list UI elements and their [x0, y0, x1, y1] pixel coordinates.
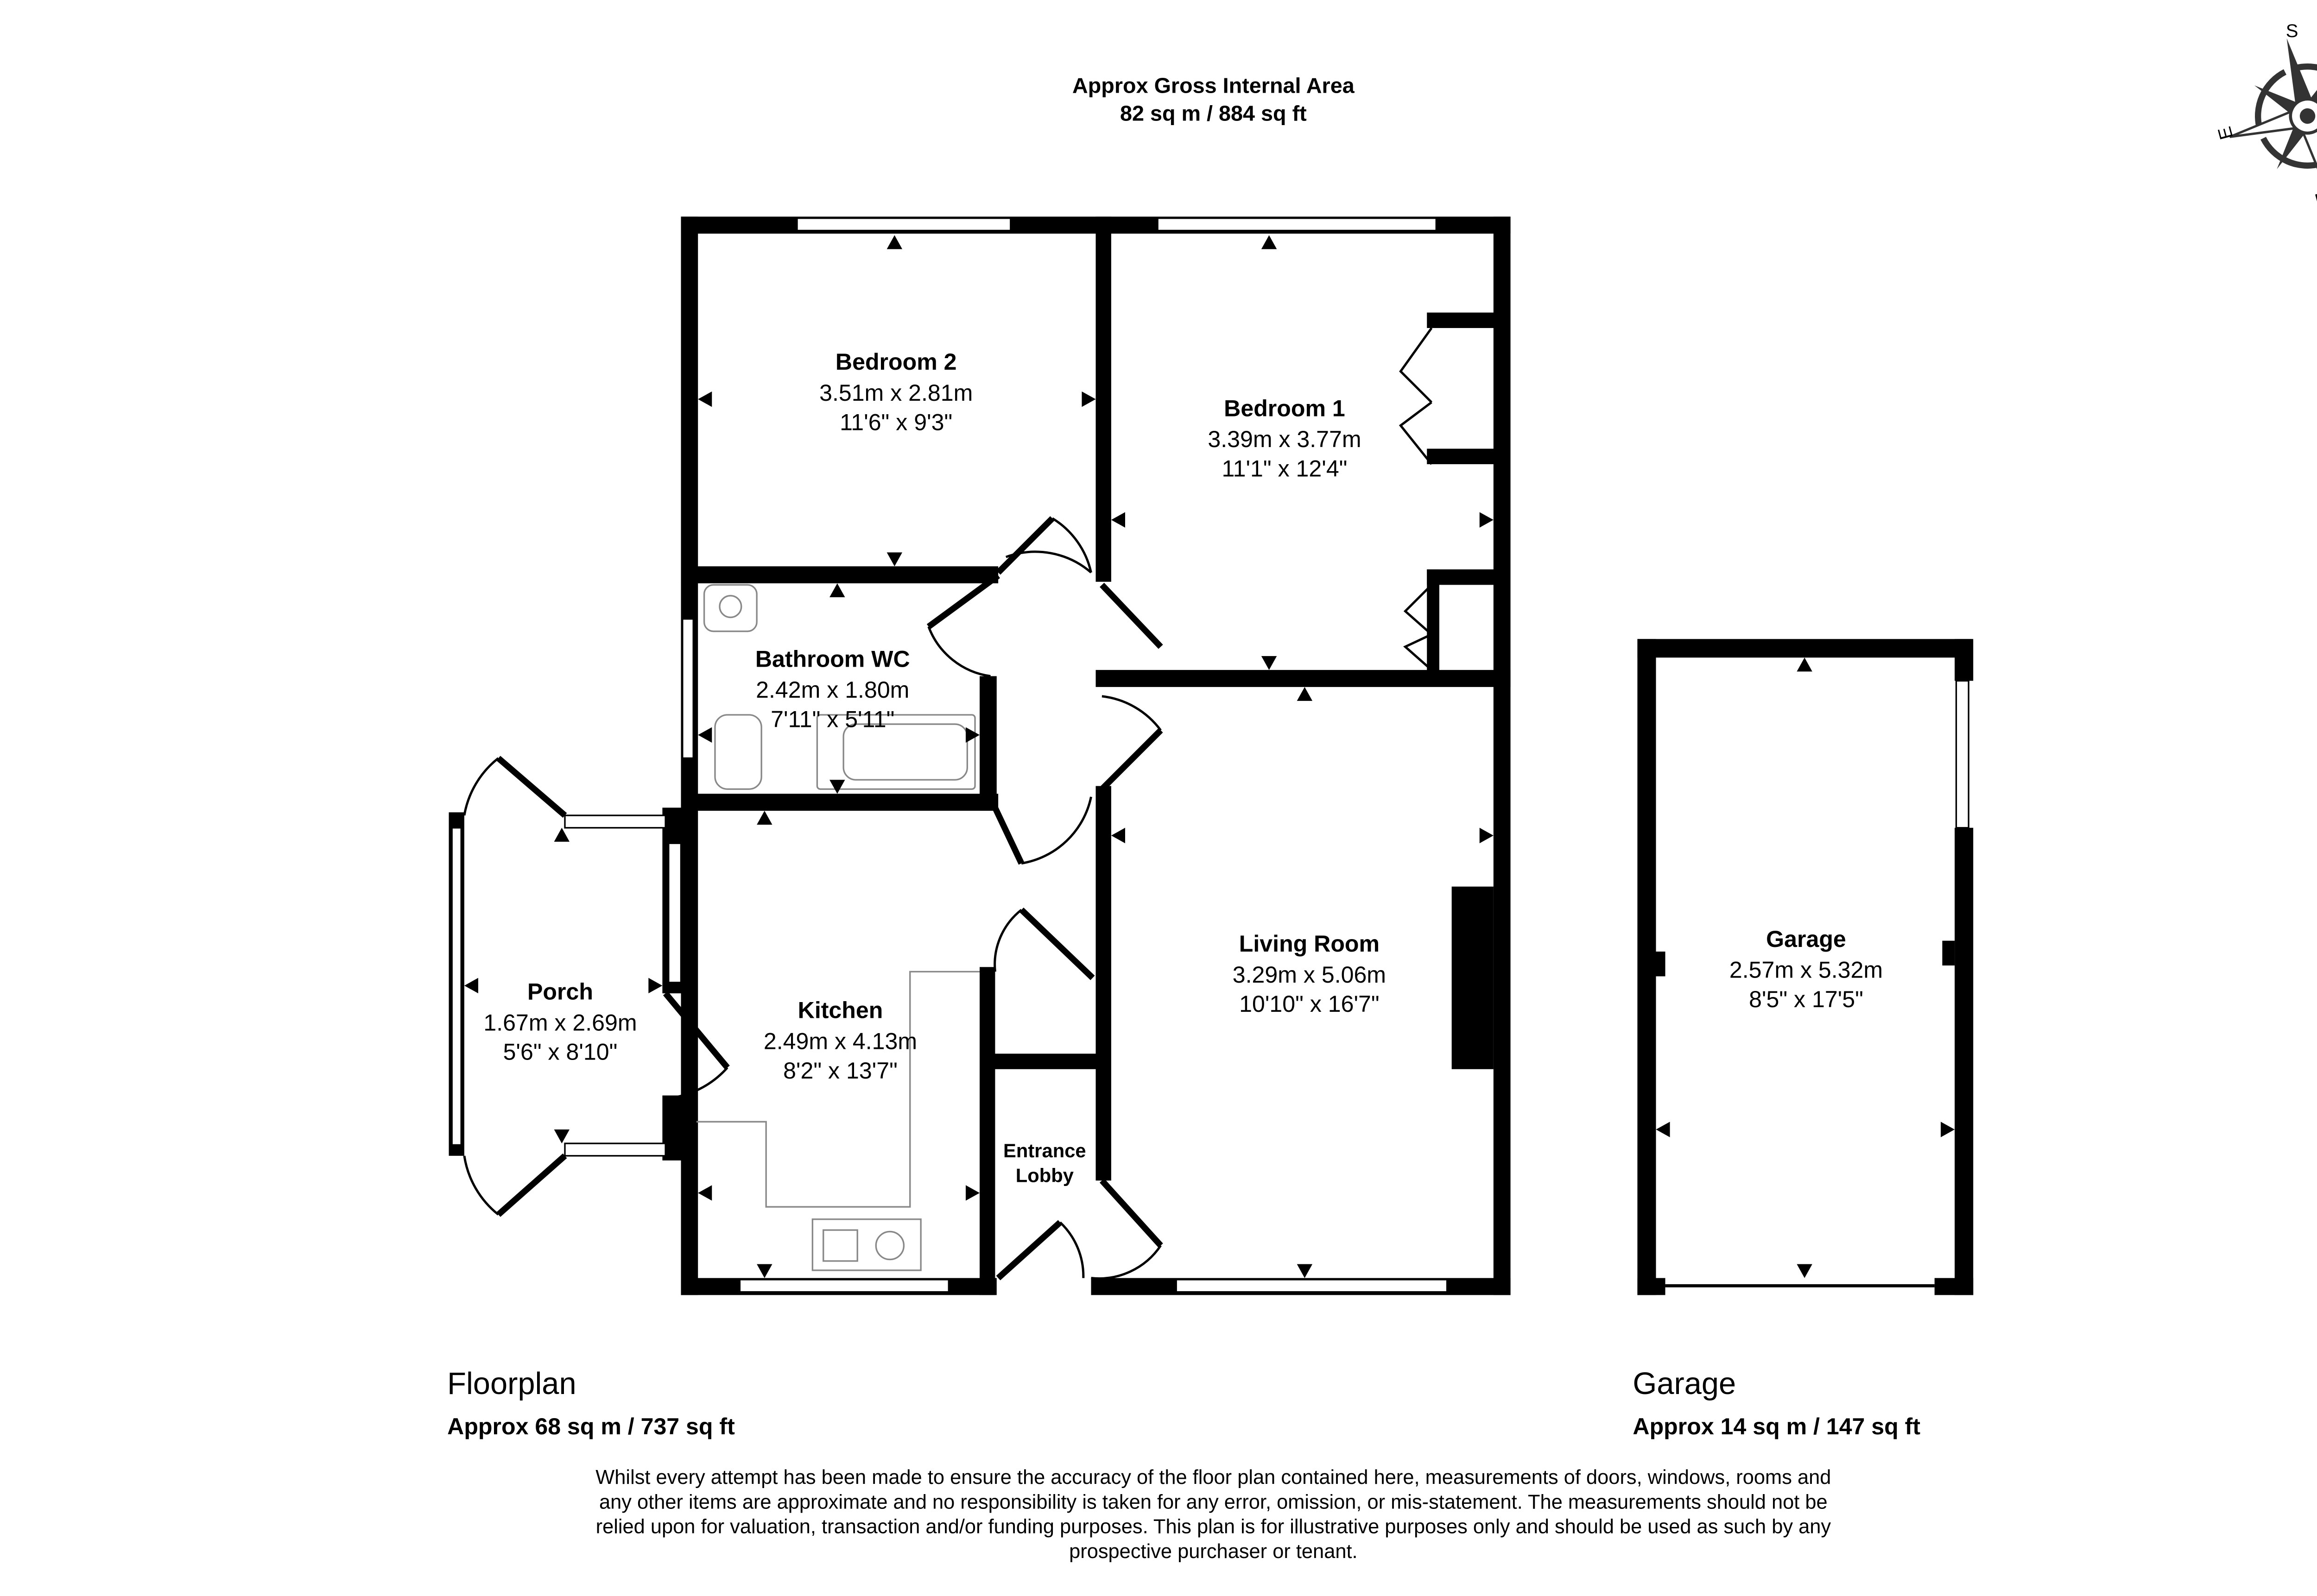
header-area: 82 sq m / 884 sq ft — [1120, 101, 1307, 126]
room-label-garage: Garage 2.57m x 5.32m 8'5" x 17'5" — [1729, 926, 1883, 1012]
room-imperial: 11'6" x 9'3" — [840, 409, 952, 435]
room-imperial: 5'6" x 8'10" — [503, 1039, 618, 1065]
disclaimer-line: prospective purchaser or tenant. — [1069, 1540, 1358, 1563]
room-metric: 3.39m x 3.77m — [1208, 426, 1361, 452]
room-metric: 2.42m x 1.80m — [756, 677, 909, 703]
garage-walls — [1637, 639, 1974, 1295]
room-label-porch: Porch 1.67m x 2.69m 5'6" x 8'10" — [483, 979, 637, 1065]
room-imperial: 7'11" x 5'11" — [771, 707, 894, 732]
header-title: Approx Gross Internal Area — [1072, 73, 1355, 97]
room-imperial: 8'2" x 13'7" — [783, 1058, 898, 1084]
room-name-line2: Lobby — [1016, 1165, 1074, 1186]
house-walls — [449, 216, 1511, 1295]
room-name: Porch — [527, 979, 593, 1005]
doors — [463, 327, 1433, 1281]
room-metric: 3.29m x 5.06m — [1233, 962, 1386, 988]
room-label-kitchen: Kitchen 2.49m x 4.13m 8'2" x 13'7" — [764, 997, 917, 1084]
compass-rose-icon — [2229, 38, 2317, 195]
floor-title-garage: Garage — [1633, 1367, 1736, 1401]
room-label-bedroom-2: Bedroom 2 3.51m x 2.81m 11'6" x 9'3" — [819, 349, 973, 435]
room-metric: 2.49m x 4.13m — [764, 1028, 917, 1054]
room-label-entrance-lobby: Entrance Lobby — [1003, 1140, 1086, 1186]
disclaimer-line: any other items are approximate and no r… — [599, 1491, 1828, 1513]
compass-n: N — [2313, 188, 2317, 211]
windows — [451, 217, 1969, 1293]
floor-area-floorplan: Approx 68 sq m / 737 sq ft — [447, 1413, 735, 1439]
room-name: Kitchen — [798, 997, 883, 1023]
room-imperial: 10'10" x 16'7" — [1239, 991, 1380, 1017]
room-name: Bathroom WC — [755, 646, 910, 672]
disclaimer-line: Whilst every attempt has been made to en… — [595, 1466, 1831, 1489]
room-name: Bedroom 2 — [836, 349, 957, 375]
fixtures — [696, 584, 980, 1271]
dimension-arrows — [464, 235, 1955, 1278]
floor-area-garage: Approx 14 sq m / 147 sq ft — [1633, 1413, 1920, 1439]
room-name: Garage — [1766, 926, 1846, 952]
room-name: Living Room — [1239, 931, 1380, 957]
room-name: Bedroom 1 — [1224, 395, 1345, 421]
disclaimer-line: relied upon for valuation, transaction a… — [596, 1516, 1831, 1538]
room-label-living-room: Living Room 3.29m x 5.06m 10'10" x 16'7" — [1233, 931, 1386, 1017]
room-imperial: 8'5" x 17'5" — [1749, 986, 1863, 1012]
room-label-bathroom: Bathroom WC 2.42m x 1.80m 7'11" x 5'11" — [755, 646, 910, 732]
floor-title-floorplan: Floorplan — [447, 1367, 576, 1401]
room-metric: 2.57m x 5.32m — [1729, 957, 1883, 983]
room-label-bedroom-1: Bedroom 1 3.39m x 3.77m 11'1" x 12'4" — [1208, 395, 1361, 481]
compass-e: E — [2214, 125, 2237, 142]
compass-s: S — [2286, 21, 2298, 41]
room-imperial: 11'1" x 12'4" — [1222, 456, 1348, 482]
room-name-line1: Entrance — [1003, 1140, 1086, 1161]
room-metric: 3.51m x 2.81m — [819, 380, 973, 406]
room-metric: 1.67m x 2.69m — [483, 1009, 637, 1035]
disclaimer: Whilst every attempt has been made to en… — [595, 1466, 1831, 1563]
